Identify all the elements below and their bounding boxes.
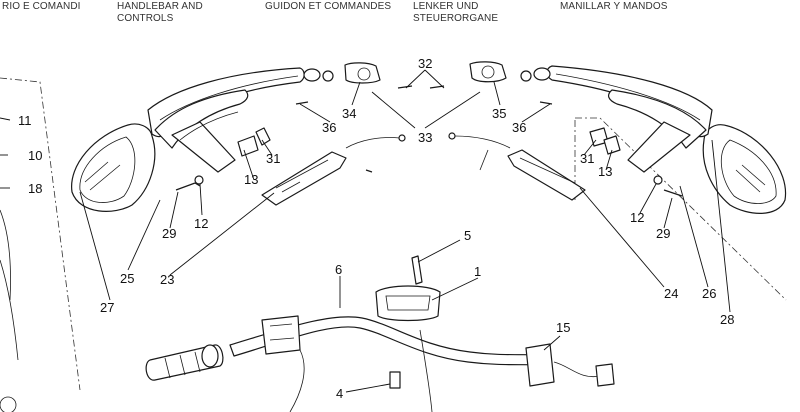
left-handguard: [147, 67, 321, 173]
left-lever-bracket: [261, 62, 406, 206]
callout-33: 33: [418, 130, 432, 145]
callout-labels: 11 10 18 32 34 35 36 36 33 31 31 13 13 1…: [18, 56, 734, 401]
callout-12-right: 12: [630, 210, 644, 225]
left-mirror: [71, 123, 156, 212]
callout-11: 11: [18, 113, 32, 128]
callout-28: 28: [720, 312, 734, 327]
callout-31-left: 31: [266, 151, 280, 166]
callout-1: 1: [474, 264, 481, 279]
left-small-parts: [175, 85, 413, 191]
callout-23: 23: [160, 272, 174, 287]
callout-15: 15: [556, 320, 570, 335]
callout-34: 34: [342, 106, 356, 121]
callout-10: 10: [28, 148, 42, 163]
callout-32: 32: [418, 56, 432, 71]
callout-12-left: 12: [194, 216, 208, 231]
leader-lines: [0, 69, 731, 393]
handlebar-assembly: [145, 255, 615, 412]
callout-36-right: 36: [512, 120, 526, 135]
callout-26: 26: [702, 286, 716, 301]
right-lever-bracket: [448, 61, 586, 201]
callout-36-left: 36: [322, 120, 336, 135]
callout-31-right: 31: [580, 151, 594, 166]
callout-13-left: 13: [244, 172, 258, 187]
callout-18: 18: [28, 181, 42, 196]
right-mirror: [702, 124, 787, 214]
callout-29-left: 29: [162, 226, 176, 241]
callout-24: 24: [664, 286, 678, 301]
header-title-es: MANILLAR Y MANDOS: [560, 1, 668, 12]
header-title-it: RIO E COMANDI: [2, 1, 81, 12]
callout-5: 5: [464, 228, 471, 243]
callout-13-right: 13: [598, 164, 612, 179]
callout-25: 25: [120, 271, 134, 286]
callout-27: 27: [100, 300, 114, 315]
callout-29-right: 29: [656, 226, 670, 241]
header-title-fr: GUIDON ET COMMANDES: [265, 1, 392, 12]
callout-6: 6: [335, 262, 342, 277]
callout-4: 4: [336, 386, 343, 401]
right-handguard: [533, 65, 713, 173]
callout-35: 35: [492, 106, 506, 121]
left-edge-partial-parts: [0, 209, 19, 412]
